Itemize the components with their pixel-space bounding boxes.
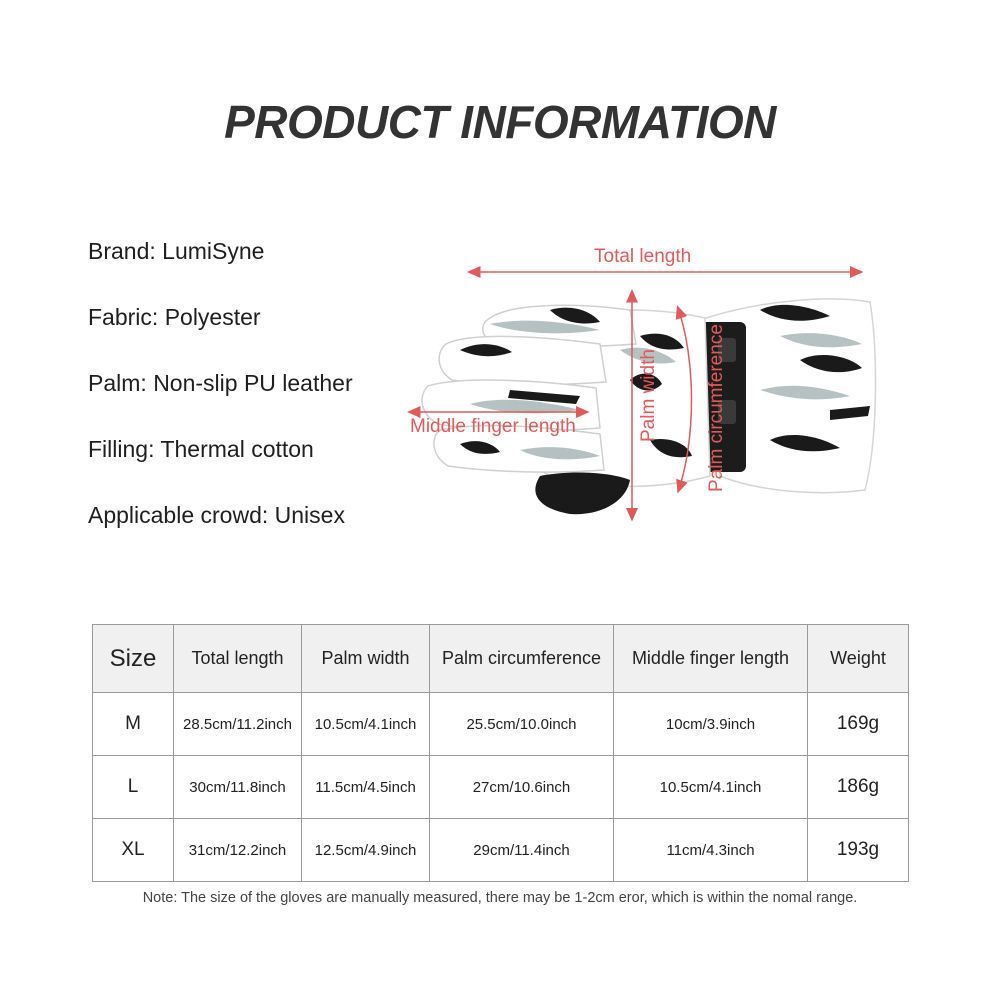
cell-size: M	[92, 692, 174, 756]
cell-palm-width: 12.5cm/4.9inch	[301, 818, 430, 882]
palm-circumference-label: Palm circumference	[706, 324, 727, 492]
total-length-label: Total length	[594, 246, 692, 267]
spec-value: Non-slip PU leather	[153, 370, 353, 396]
cell-weight: 169g	[807, 692, 909, 756]
glove-finger-middle	[438, 335, 607, 386]
cell-weight: 186g	[807, 755, 909, 819]
spec-label: Filling:	[88, 436, 155, 462]
cell-weight: 193g	[807, 818, 909, 882]
cell-middle-finger-length: 10.5cm/4.1inch	[613, 755, 808, 819]
palm-circumference-arrow	[675, 305, 693, 494]
spec-label: Applicable crowd:	[88, 502, 269, 528]
cell-size: L	[92, 755, 174, 819]
glove-illustration	[407, 266, 877, 522]
spec-label: Palm:	[88, 370, 147, 396]
middle-finger-length-label: Middle finger length	[410, 416, 576, 437]
header-palm-circumference: Palm circumference	[429, 624, 614, 693]
cell-palm-circumference: 29cm/11.4inch	[429, 818, 614, 882]
spec-palm: Palm: Non-slip PU leather	[88, 370, 353, 397]
table-row: L 30cm/11.8inch 11.5cm/4.5inch 27cm/10.6…	[92, 755, 909, 819]
cell-palm-circumference: 27cm/10.6inch	[429, 755, 614, 819]
table-row: XL 31cm/12.2inch 12.5cm/4.9inch 29cm/11.…	[92, 818, 909, 882]
spec-filling: Filling: Thermal cotton	[88, 436, 314, 463]
glove-thumb	[535, 472, 630, 515]
spec-value: LumiSyne	[162, 238, 265, 264]
size-chart-table: Size Total length Palm width Palm circum…	[92, 624, 909, 882]
header-total-length: Total length	[173, 624, 302, 693]
spec-value: Thermal cotton	[160, 436, 314, 462]
cell-palm-width: 11.5cm/4.5inch	[301, 755, 430, 819]
header-middle-finger-length: Middle finger length	[613, 624, 808, 693]
spec-label: Fabric:	[88, 304, 159, 330]
cell-size: XL	[92, 818, 174, 882]
page-title: PRODUCT INFORMATION	[224, 96, 776, 148]
glove-finger-little	[433, 424, 605, 473]
header-size: Size	[92, 624, 174, 693]
glove-print-pattern	[460, 304, 870, 458]
cell-middle-finger-length: 10cm/3.9inch	[613, 692, 808, 756]
cell-palm-width: 10.5cm/4.1inch	[301, 692, 430, 756]
spec-brand: Brand: LumiSyne	[88, 238, 264, 265]
table-header-row: Size Total length Palm width Palm circum…	[92, 624, 909, 693]
spec-fabric: Fabric: Polyester	[88, 304, 261, 331]
cell-total-length: 28.5cm/11.2inch	[173, 692, 302, 756]
glove-measurement-diagram: Total length Palm width Palm circumferen…	[400, 240, 880, 530]
cell-total-length: 31cm/12.2inch	[173, 818, 302, 882]
spec-crowd: Applicable crowd: Unisex	[88, 502, 345, 529]
header-palm-width: Palm width	[301, 624, 430, 693]
header-weight: Weight	[807, 624, 909, 693]
spec-label: Brand:	[88, 238, 156, 264]
cell-middle-finger-length: 11cm/4.3inch	[613, 818, 808, 882]
cell-total-length: 30cm/11.8inch	[173, 755, 302, 819]
measurement-note: Note: The size of the gloves are manuall…	[142, 890, 858, 906]
table-row: M 28.5cm/11.2inch 10.5cm/4.1inch 25.5cm/…	[92, 692, 909, 756]
cell-palm-circumference: 25.5cm/10.0inch	[429, 692, 614, 756]
spec-value: Polyester	[164, 304, 261, 330]
spec-value: Unisex	[274, 502, 345, 528]
palm-width-label: Palm width	[638, 349, 659, 442]
